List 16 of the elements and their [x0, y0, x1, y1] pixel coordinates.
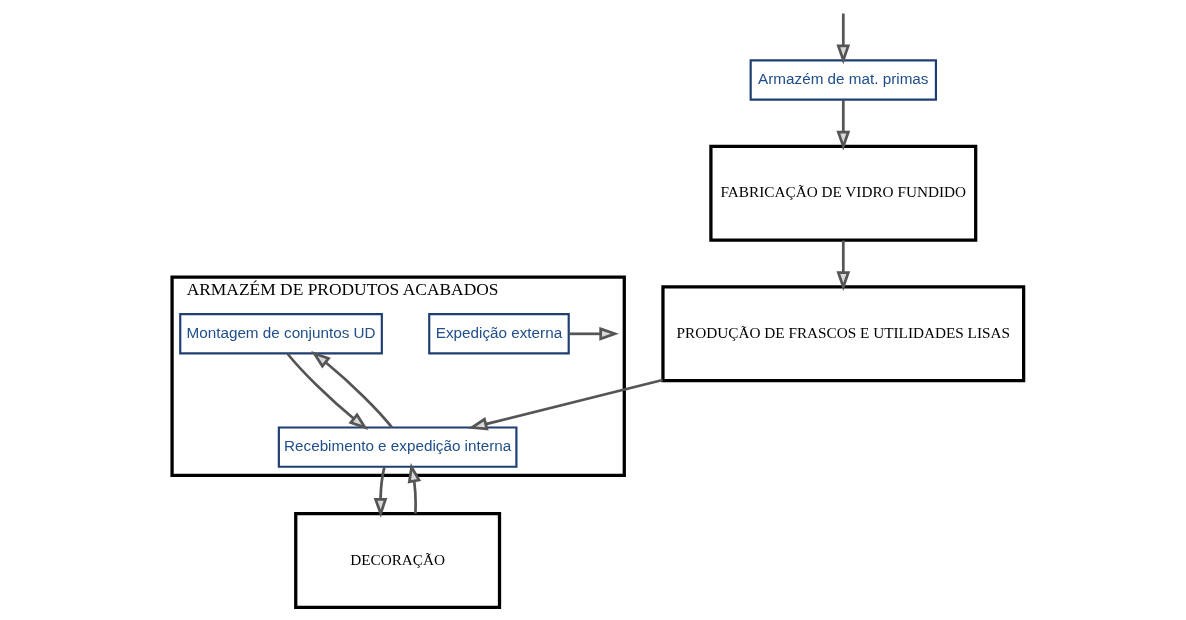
node-box: PRODUÇÃO DE FRASCOS E UTILIDADES LISAS: [660, 285, 1025, 383]
arrow: [407, 463, 421, 514]
node-box: DECORAÇÃO: [293, 511, 501, 609]
arrow: [568, 326, 619, 341]
arrow: [835, 13, 850, 65]
node-box: Recebimento e expedição interna: [277, 426, 517, 468]
arrow: [310, 350, 393, 429]
node-box: Expedição externa: [427, 313, 570, 355]
arrow: [835, 99, 850, 151]
arrow: [373, 466, 387, 518]
arrow: [835, 240, 850, 291]
arrow: [286, 352, 368, 431]
arrow: [467, 378, 663, 431]
node-box: FABRICAÇÃO DE VIDRO FUNDIDO: [708, 144, 977, 242]
node-box: Montagem de conjuntos UD: [178, 313, 383, 355]
node-box: Armazém de mat. primas: [749, 59, 937, 101]
